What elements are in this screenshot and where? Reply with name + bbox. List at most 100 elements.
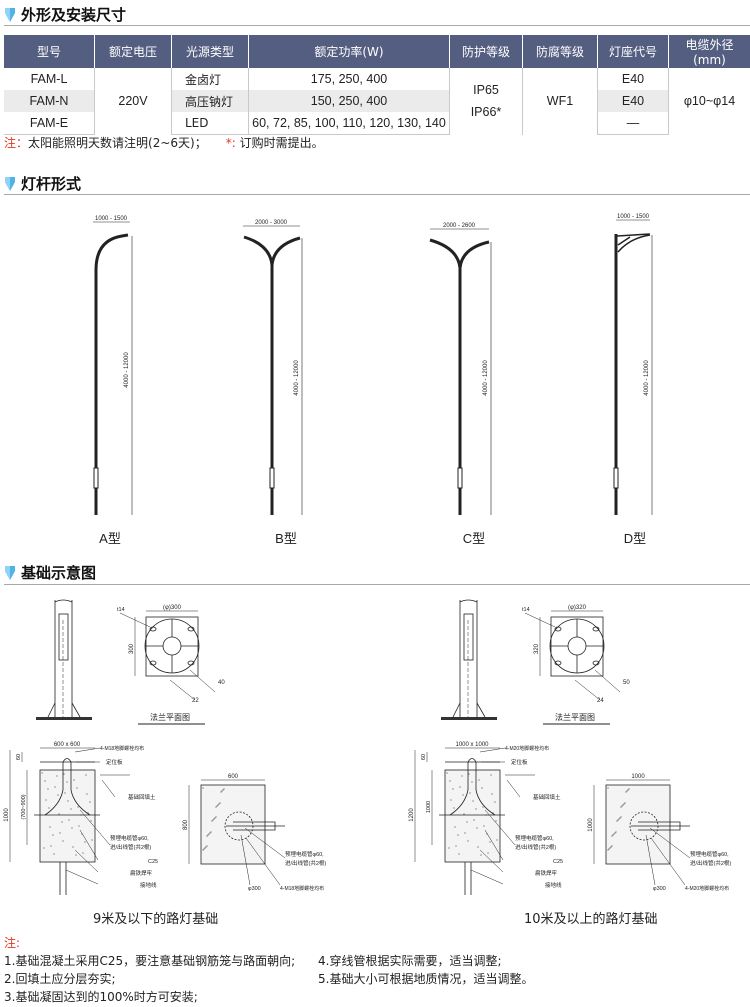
aggregate-dot — [626, 790, 628, 792]
bolt-slot — [149, 660, 157, 666]
aggregate-dot — [45, 799, 47, 801]
aggregate-dot — [217, 804, 219, 806]
dimension-label: 22 — [192, 698, 199, 704]
aggregate-dot — [477, 846, 479, 848]
flange-ribs — [145, 619, 199, 673]
aggregate-dot — [49, 826, 51, 828]
model-cell: FAM-E — [4, 112, 95, 135]
anticorrosion-cell: WF1 — [522, 68, 598, 135]
aggregate-dot — [82, 852, 84, 854]
dimension-label: 扁铁焊牢 — [535, 869, 558, 877]
section-title: 基础示意图 — [21, 564, 97, 582]
aggregate-dot — [476, 827, 478, 829]
aggregate-dot — [211, 820, 213, 822]
note-item: 2.回填土应分层夯实; — [4, 972, 116, 986]
dim-lines — [524, 610, 621, 701]
aggregate-dot — [455, 845, 457, 847]
aggregate-dot — [608, 848, 610, 850]
section-title: 灯杆形式 — [21, 175, 82, 193]
aggregate-dot — [210, 831, 212, 833]
aggregate-dot — [43, 847, 45, 849]
protection-value: IP66* — [470, 105, 502, 120]
dimension-label: 1000 — [4, 808, 10, 822]
source-cell: 高压钠灯 — [171, 90, 249, 112]
dimension-label: 进/出线管(共2根) — [110, 843, 151, 851]
bolt-slot — [592, 660, 600, 666]
aggregate-dot — [91, 839, 93, 841]
source-cell: 金卤灯 — [171, 68, 249, 90]
aggregate-dot — [458, 853, 460, 855]
pole-d-drawing — [613, 219, 653, 515]
aggregate-dot — [618, 818, 620, 820]
note-item: 1.基础混凝土采用C25，要注意基础钢筋笼与路面朝向; — [4, 954, 296, 968]
leader-lines — [65, 747, 130, 885]
dimension-label: 600 x 600 — [54, 742, 81, 748]
dimension-label: 4-M20地脚螺栓均布 — [685, 885, 729, 892]
aggregate-dot — [59, 832, 61, 834]
aggregate-dot — [471, 781, 473, 783]
pole-height-dim: 4000 - 12000 — [644, 360, 650, 396]
dimension-label: 4-M20地脚螺栓均布 — [505, 745, 549, 752]
dimension-label: 1200 — [409, 808, 415, 822]
aggregate-dot — [206, 845, 208, 847]
dimension-label: C25 — [148, 859, 158, 865]
aggregate-dot — [623, 803, 625, 805]
col-header: 防腐等级 — [522, 35, 598, 68]
bolt-slot — [187, 660, 195, 666]
base-plate — [36, 717, 92, 720]
plan-block — [200, 784, 266, 865]
aggregate-dot — [487, 852, 489, 854]
aggregate-dot — [490, 774, 492, 776]
table-note: 注：太阳能照明天数请注明(2~6天)； *: 订购时需提出。 — [4, 134, 324, 151]
aggregate-dot — [475, 808, 477, 810]
aggregate-dot — [627, 789, 629, 791]
flange-hole — [567, 636, 587, 656]
aggregate-dot — [73, 779, 75, 781]
flange-square — [145, 616, 199, 677]
foundation-caption: 10米及以上的路灯基础 — [524, 912, 658, 927]
aggregate-dot — [612, 834, 614, 836]
foundation-notes: 注: 1.基础混凝土采用C25，要注意基础钢筋笼与路面朝向; 2.回填土应分层夯… — [4, 934, 533, 1006]
aggregate-dot — [480, 854, 482, 856]
aggregate-dot — [214, 817, 216, 819]
aggregate-dot — [223, 788, 225, 790]
power-cell: 60, 72, 85, 100, 110, 120, 130, 140 — [248, 112, 450, 135]
plan-block — [605, 784, 671, 865]
aggregate-dot — [75, 854, 77, 856]
aggregate-dot — [469, 792, 471, 794]
aggregate-dot — [202, 849, 204, 851]
aggregate-dot — [467, 840, 469, 842]
dimension-label: C25 — [553, 859, 563, 865]
aggregate-dot — [453, 807, 455, 809]
dimension-label: 800 — [183, 819, 189, 830]
aggregate-dot — [220, 791, 222, 793]
aggregate-dot — [90, 820, 92, 822]
base-plate — [441, 717, 497, 720]
flange-hole — [162, 636, 182, 656]
dim-lines — [188, 779, 286, 886]
dimension-label: 定位板 — [511, 758, 528, 766]
dimension-label: 300 — [129, 643, 135, 654]
source-cell: LED — [171, 112, 249, 135]
aggregate-dot — [70, 808, 72, 810]
dimension-label: 60 — [16, 754, 22, 760]
aggregate-dot — [472, 800, 474, 802]
aggregate-dot — [44, 780, 46, 782]
flange-ribs — [550, 619, 604, 673]
aggregate-dot — [41, 772, 43, 774]
dimension-label: 法兰平面图 — [555, 712, 595, 722]
dimension-label: (700~900) — [21, 794, 27, 819]
aggregate-dot — [619, 817, 621, 819]
aggregate-dot — [218, 803, 220, 805]
plan-pipe — [631, 821, 690, 831]
pole-shaft — [459, 599, 478, 717]
aggregate-dot — [57, 794, 59, 796]
note-star-text: 订购时需提出。 — [239, 136, 324, 150]
aggregate-dot — [616, 820, 618, 822]
aggregate-dot — [48, 807, 50, 809]
dimension-label: 基础回填土 — [128, 793, 156, 801]
voltage-cell: 220V — [94, 68, 172, 135]
